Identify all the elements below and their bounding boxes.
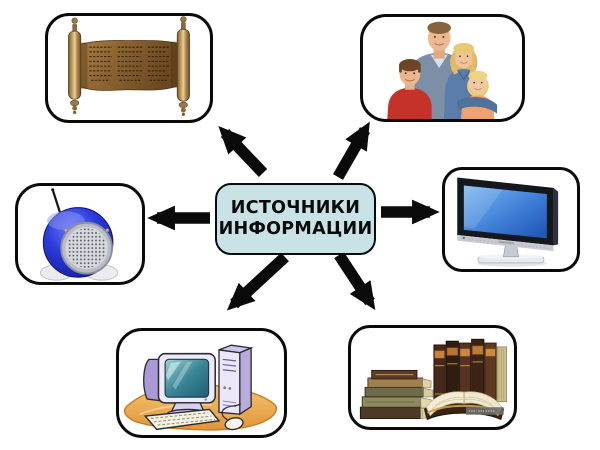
arrow-to-computer (226, 252, 289, 311)
node-scroll (45, 13, 213, 123)
center-label-box: ИСТОЧНИКИ ИНФОРМАЦИИ (215, 183, 376, 255)
radio-image (40, 188, 119, 281)
node-books (348, 325, 517, 430)
stacked-books (359, 369, 434, 419)
arrow-to-family (333, 121, 370, 180)
standing-books (433, 338, 507, 404)
family-photo-image (387, 21, 498, 119)
scroll-image (68, 16, 190, 116)
arrow-to-scroll (218, 125, 268, 177)
node-tv (442, 167, 580, 272)
center-label-line2: ИНФОРМАЦИИ (218, 219, 373, 239)
node-family (360, 14, 525, 122)
books-image (359, 338, 507, 421)
watermark (465, 407, 504, 415)
center-label-line1: ИСТОЧНИКИ (230, 198, 361, 218)
node-radio (15, 183, 145, 285)
tv-image (457, 177, 559, 267)
node-computer (116, 328, 287, 438)
arrow-to-books (334, 251, 376, 311)
computer-image (123, 344, 278, 431)
